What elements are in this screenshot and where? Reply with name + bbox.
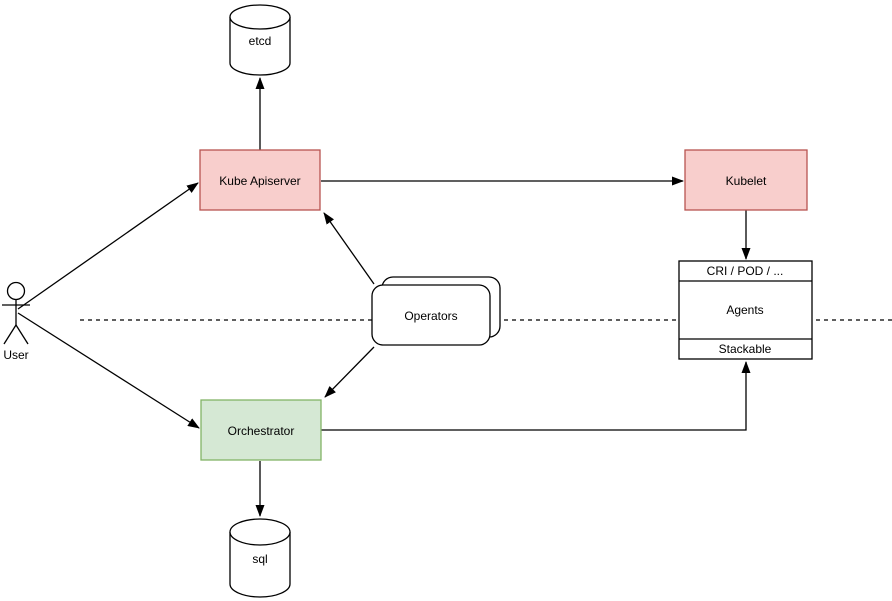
node-agents: CRI / POD / ... Agents Stackable — [678, 260, 813, 360]
sql-label: sql — [252, 552, 267, 566]
operators-label: Operators — [404, 309, 457, 323]
node-etcd: etcd — [229, 4, 291, 76]
node-operators: Operators — [371, 276, 501, 346]
agents-footer-label: Stackable — [719, 342, 772, 356]
kube-apiserver-label: Kube Apiserver — [219, 174, 300, 188]
user-actor-icon — [2, 281, 30, 345]
actor-right-leg — [15, 324, 29, 345]
node-kube-apiserver: Kube Apiserver — [199, 149, 321, 211]
node-kubelet: Kubelet — [684, 149, 808, 211]
kubelet-box — [684, 149, 808, 211]
node-sql: sql — [229, 518, 291, 598]
actor-left-leg — [3, 324, 17, 345]
kube-apiserver-box — [199, 149, 321, 211]
orchestrator-label: Orchestrator — [228, 424, 295, 438]
node-orchestrator: Orchestrator — [200, 399, 322, 461]
node-user: User — [2, 281, 30, 362]
etcd-cylinder-rim — [229, 16, 291, 30]
operators-front-card — [371, 284, 491, 346]
edge-operators-to-kube-apiserver — [323, 212, 375, 285]
agents-header-label: CRI / POD / ... — [707, 264, 784, 278]
edge-user-to-kube-apiserver — [17, 182, 199, 310]
agents-box — [678, 260, 813, 360]
orchestrator-box — [200, 399, 322, 461]
actor-head — [6, 281, 26, 301]
sql-cylinder-rim — [229, 531, 291, 546]
kubelet-label: Kubelet — [726, 174, 767, 188]
etcd-label: etcd — [249, 34, 272, 48]
edge-operators-to-orchestrator — [324, 346, 375, 398]
edges-layer — [17, 77, 751, 517]
edge-user-to-orchestrator — [17, 312, 200, 429]
agents-body-label: Agents — [726, 303, 763, 317]
user-label: User — [3, 348, 28, 362]
edge-orchestrator-to-agents-stackable — [321, 361, 751, 431]
